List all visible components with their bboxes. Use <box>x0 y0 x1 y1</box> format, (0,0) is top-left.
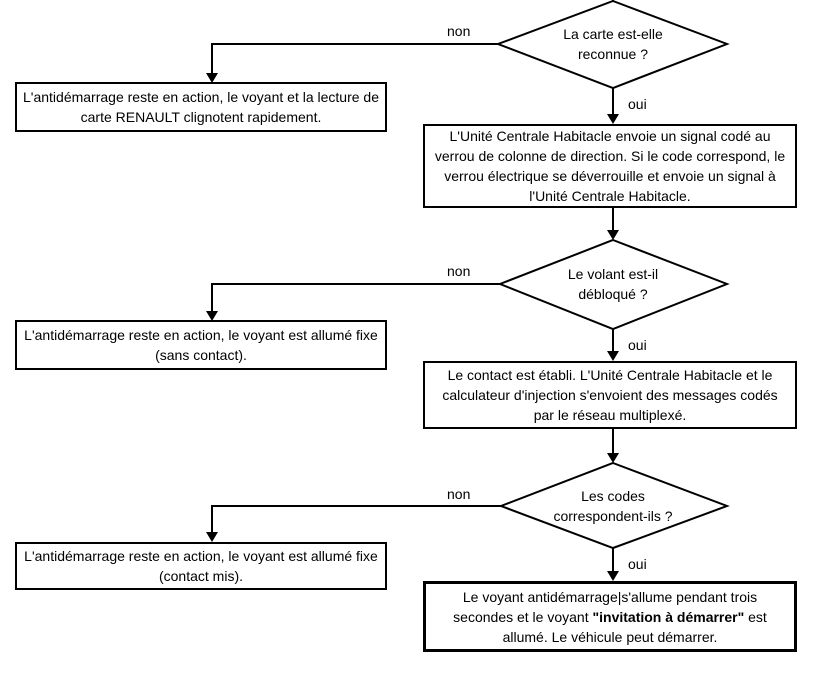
process-box-uch-signal: L'Unité Centrale Habitacle envoie un sig… <box>423 124 797 208</box>
decision-question-codes-match: Les codes correspondent-ils ? <box>553 488 673 524</box>
connector-no-3 <box>211 505 501 533</box>
label-no-1: non <box>447 23 471 39</box>
text-cursor: | <box>617 588 622 605</box>
label-no-2: non <box>447 263 471 279</box>
decision-question-steering-unlocked: Le volant est-il débloqué ? <box>567 266 659 302</box>
arrowhead-yes-3 <box>607 571 619 581</box>
connector-no-1 <box>211 43 498 74</box>
arrowhead-no-1 <box>206 73 218 83</box>
outcome-text-no-2: L'antidémarrage reste en action, le voya… <box>24 327 378 363</box>
process-text-vehicle-can-start: Le voyant antidémarrage|s'allume pendant… <box>432 587 788 647</box>
arrowhead-step-2-3 <box>607 453 619 463</box>
label-no-3: non <box>447 486 471 502</box>
outcome-text-no-1: L'antidémarrage reste en action, le voya… <box>23 89 379 125</box>
outcome-box-no-3: L'antidémarrage reste en action, le voya… <box>15 542 387 590</box>
connector-no-2 <box>211 283 500 312</box>
process-text-contact-established: Le contact est établi. L'Unité Centrale … <box>442 367 778 423</box>
arrowhead-no-3 <box>206 532 218 542</box>
label-yes-1: oui <box>628 96 647 112</box>
arrowhead-no-2 <box>206 311 218 321</box>
outcome-box-no-1: L'antidémarrage reste en action, le voya… <box>15 82 387 132</box>
process-text-uch-signal: L'Unité Centrale Habitacle envoie un sig… <box>434 128 786 204</box>
vehicle-start-text-bold: "invitation à démarrer" <box>592 608 745 625</box>
arrowhead-step-1-2 <box>607 230 619 240</box>
label-yes-3: oui <box>628 556 647 572</box>
process-box-contact-established: Le contact est établi. L'Unité Centrale … <box>423 361 797 429</box>
outcome-box-no-2: L'antidémarrage reste en action, le voya… <box>15 320 387 370</box>
vehicle-start-text-prefix: Le voyant antidémarrage <box>462 588 618 605</box>
vehicle-start-text-suffix: est allumé. Le véhicule peut démarrer. <box>502 608 767 645</box>
decision-question-card-recognized: La carte est-elle reconnue ? <box>563 26 663 62</box>
process-box-vehicle-can-start: Le voyant antidémarrage|s'allume pendant… <box>423 581 797 652</box>
arrowhead-yes-2 <box>607 351 619 361</box>
label-yes-2: oui <box>628 337 647 353</box>
outcome-text-no-3: L'antidémarrage reste en action, le voya… <box>24 548 378 584</box>
arrowhead-yes-1 <box>607 114 619 124</box>
vehicle-start-text-middle: s'allume pendant trois secondes et le vo… <box>453 588 758 625</box>
